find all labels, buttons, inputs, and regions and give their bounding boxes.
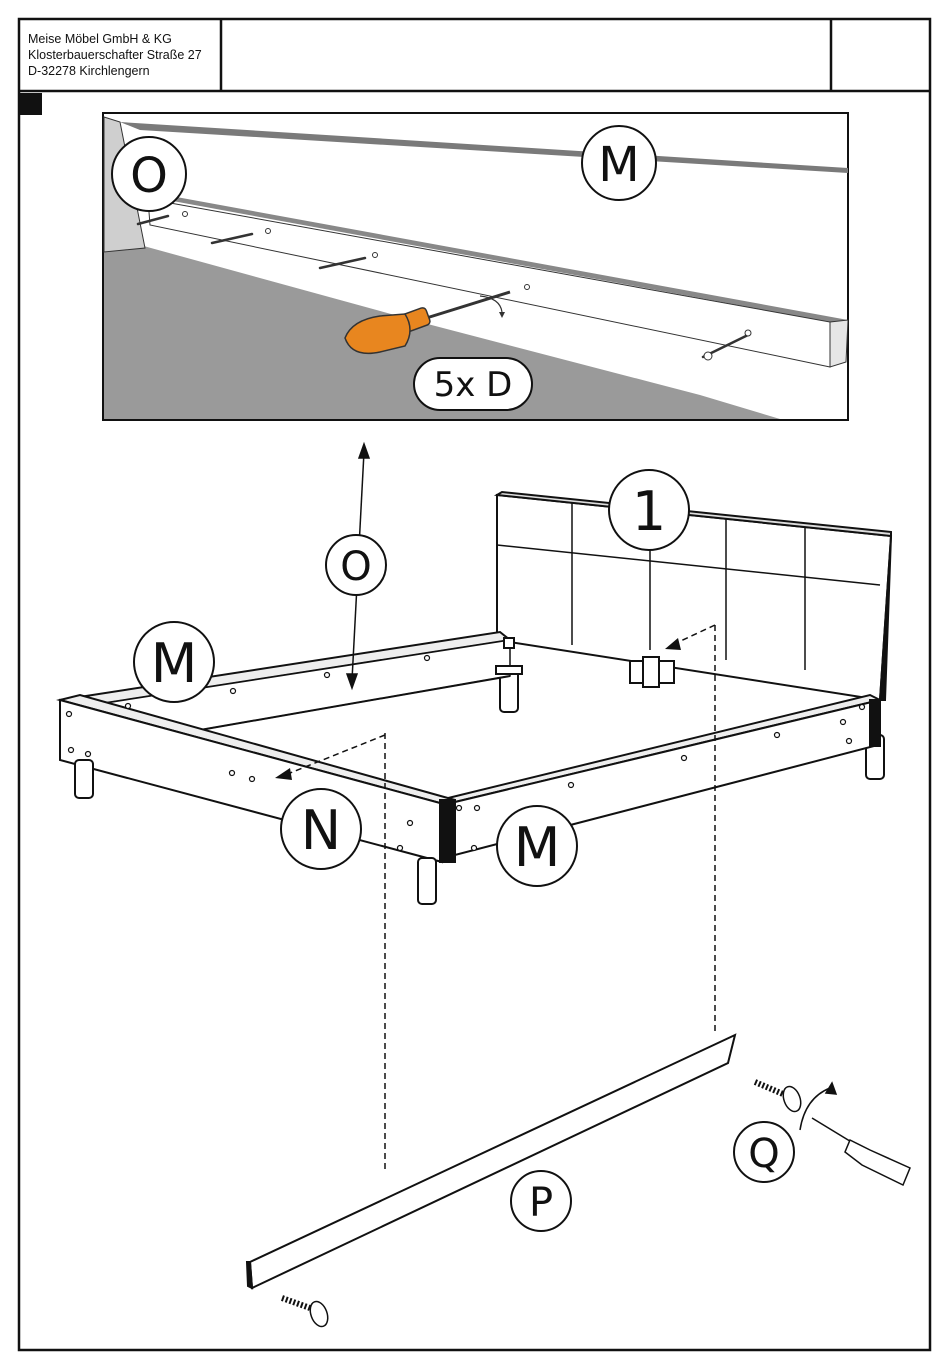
svg-text:5x D: 5x D — [434, 365, 513, 405]
svg-text:N: N — [301, 799, 341, 862]
detail-label-m: M — [582, 126, 656, 200]
detail-inset: O M 5x D — [103, 113, 848, 420]
svg-text:O: O — [340, 544, 371, 590]
label-p: P — [511, 1171, 571, 1231]
svg-text:1: 1 — [632, 480, 666, 543]
label-m-left: M — [134, 622, 214, 702]
svg-text:M: M — [514, 816, 561, 879]
step-marker — [20, 93, 42, 115]
svg-text:O: O — [130, 148, 168, 204]
label-o: O — [326, 535, 386, 595]
svg-text:M: M — [151, 632, 198, 695]
detail-label-o: O — [112, 137, 186, 211]
label-headboard: 1 — [609, 470, 689, 550]
label-n: N — [281, 789, 361, 869]
label-m-front: M — [497, 806, 577, 886]
svg-text:Q: Q — [748, 1131, 779, 1177]
svg-text:M: M — [598, 137, 639, 193]
slat-p — [247, 1035, 735, 1288]
svg-text:P: P — [529, 1180, 553, 1226]
quantity-badge: 5x D — [414, 358, 532, 410]
label-q: Q — [734, 1122, 794, 1182]
screwdriver-icon — [800, 1083, 910, 1185]
